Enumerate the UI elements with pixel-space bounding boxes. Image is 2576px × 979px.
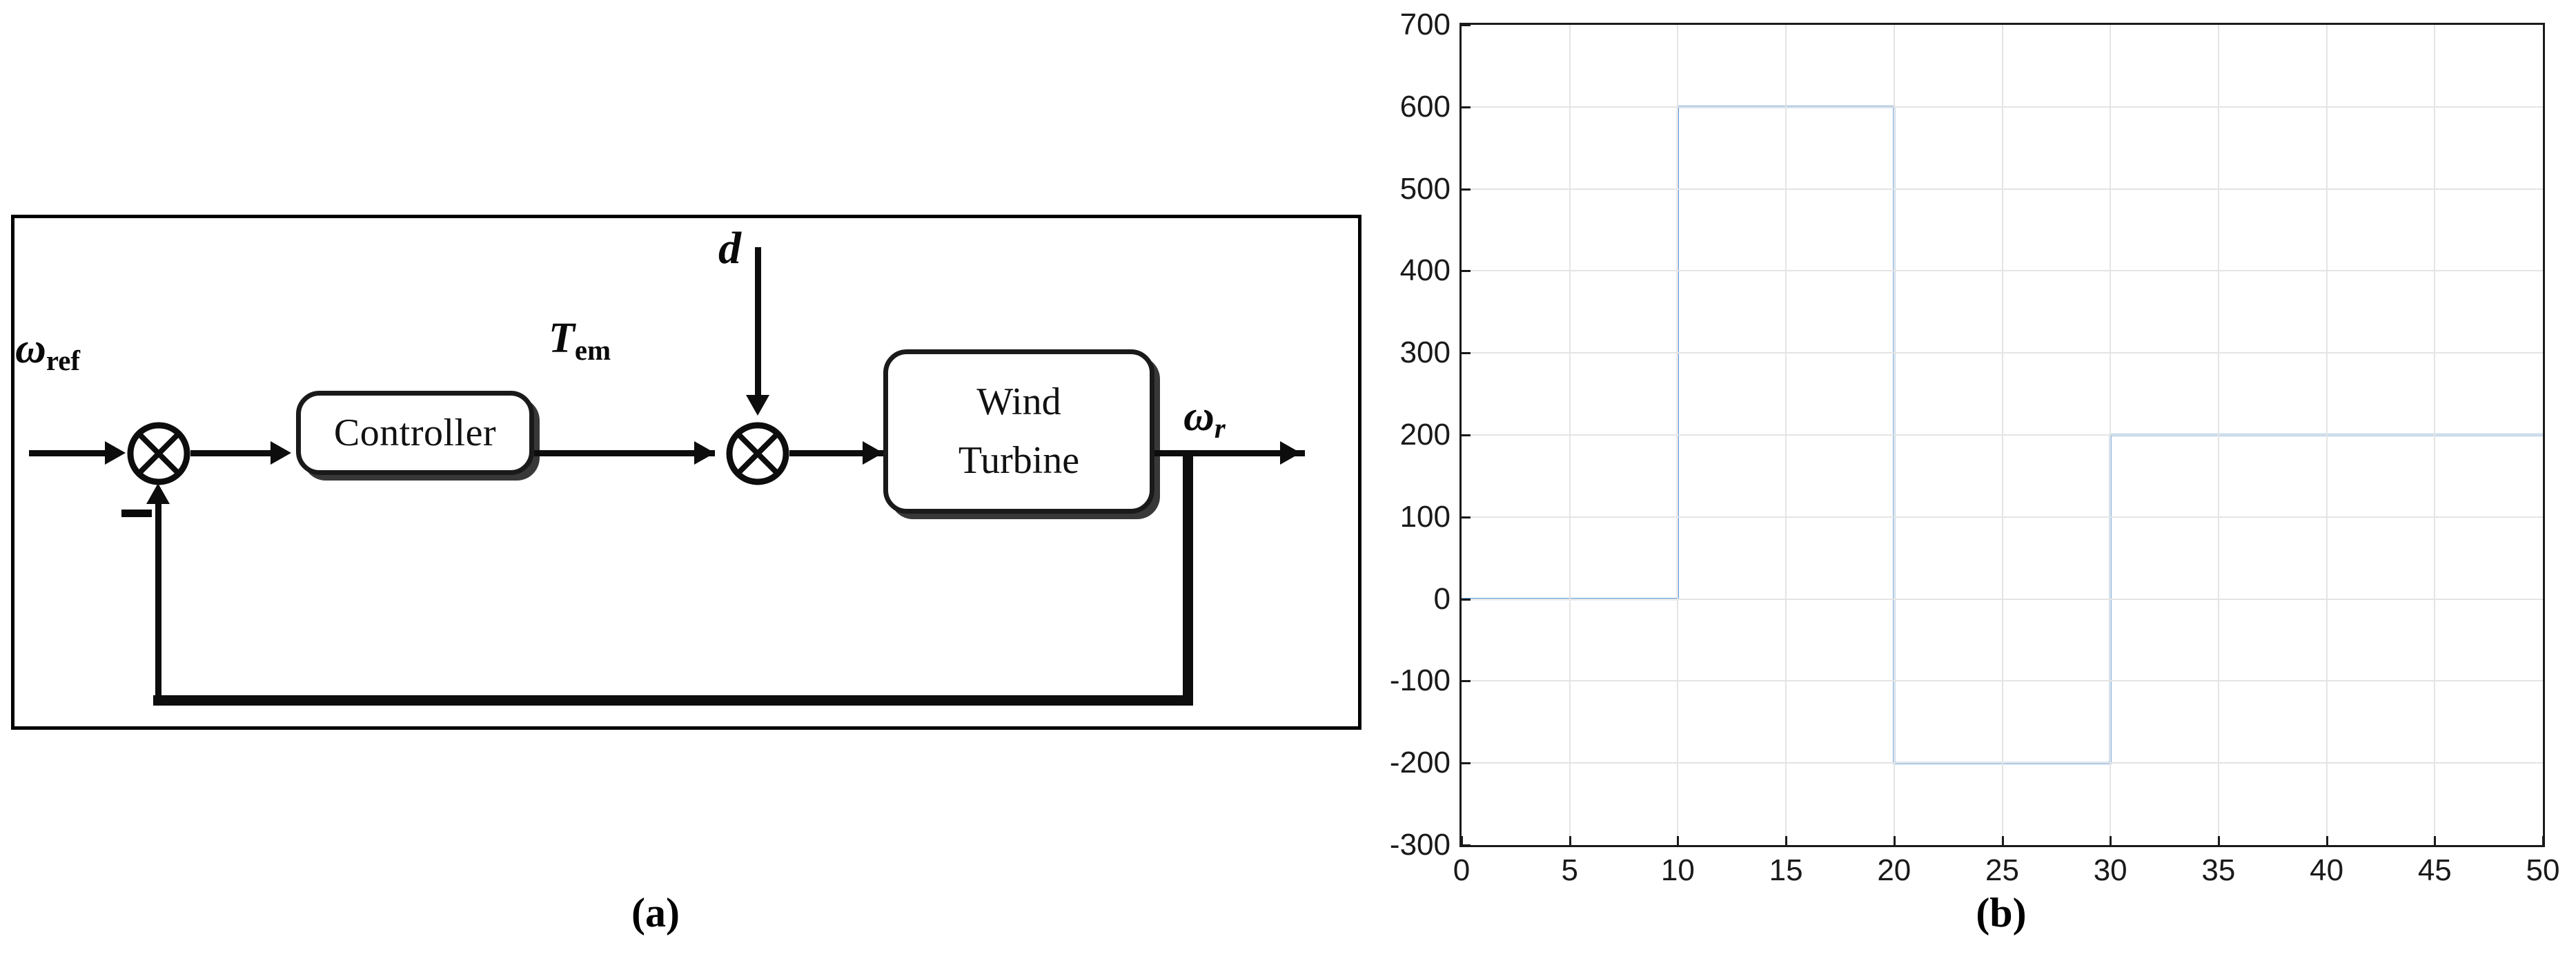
diagram-outer-frame — [11, 215, 1361, 730]
x-axis-tick-label: 30 — [2093, 853, 2127, 887]
panel-b-caption: (b) — [1976, 890, 2027, 936]
negative-feedback-sign-icon — [121, 510, 152, 517]
disturbance-junction — [726, 422, 789, 485]
x-axis-tick-label: 0 — [1453, 853, 1471, 887]
torque-wire — [534, 450, 715, 456]
x-axis-tick-label: 5 — [1561, 853, 1578, 887]
y-axis-tick — [1462, 24, 1471, 26]
y-axis-tick — [1462, 352, 1471, 355]
x-axis-tick-label: 35 — [2201, 853, 2236, 887]
x-axis-tick — [2110, 836, 2112, 845]
y-axis-tick — [1462, 106, 1471, 108]
torque-signal-symbol: T — [549, 315, 575, 362]
y-axis-tick — [1462, 680, 1471, 683]
y-axis-tick — [1462, 598, 1471, 601]
x-axis-tick — [2542, 836, 2544, 845]
x-axis-tick — [2001, 836, 2004, 845]
junction-to-turbine-wire — [789, 450, 890, 456]
feedback-horizontal-wire — [153, 695, 1193, 706]
x-axis-tick-label: 40 — [2310, 853, 2344, 887]
x-axis-tick — [2217, 836, 2220, 845]
x-axis-tick — [1785, 836, 1788, 845]
gridline-vertical — [2001, 25, 2003, 845]
rotor-speed-output-arrowhead — [1280, 441, 1301, 465]
y-axis-tick — [1462, 516, 1471, 518]
gridline-vertical — [2217, 25, 2219, 845]
rotor-speed-signal-symbol: ω — [1183, 393, 1215, 440]
y-axis-tick — [1462, 270, 1471, 273]
y-axis-tick-label: 600 — [1399, 89, 1451, 124]
x-axis-tick-label: 50 — [2526, 853, 2560, 887]
x-axis-tick — [1569, 836, 1571, 845]
x-axis-tick — [2434, 836, 2437, 845]
y-axis-tick-label: 0 — [1433, 581, 1451, 616]
rotor-speed-output-wire — [1154, 450, 1305, 456]
panel-b-chart: -300 -200 -100 0 100 200 300 400 500 600 700 0 5 10 15… — [1366, 0, 2576, 979]
reference-signal-label: ωref — [15, 324, 81, 376]
y-axis-tick — [1462, 844, 1471, 846]
wind-turbine-block-label-line1: Wind — [976, 380, 1061, 423]
gridline-vertical — [1677, 25, 1679, 845]
reference-signal-symbol: ω — [15, 325, 46, 372]
torque-signal-subscript: em — [574, 334, 611, 366]
plot-area: -300 -200 -100 0 100 200 300 400 500 600 700 0 5 10 15… — [1390, 8, 2560, 887]
x-axis-tick — [2326, 836, 2328, 845]
disturbance-signal-symbol: d — [718, 223, 741, 273]
x-axis-tick-label: 15 — [1769, 853, 1803, 887]
disturbance-arrowhead — [746, 395, 769, 416]
x-axis-tick — [1893, 836, 1896, 845]
x-axis-tick-label: 45 — [2417, 853, 2452, 887]
x-axis-tick-label: 25 — [1985, 853, 2019, 887]
x-axis-tick — [1461, 836, 1463, 845]
x-axis-tick-label: 20 — [1877, 853, 1911, 887]
torque-signal-label: Tem — [549, 314, 611, 366]
y-axis-tick-label: 700 — [1399, 8, 1451, 41]
x-axis-tick — [1677, 836, 1680, 845]
gridline-vertical — [2110, 25, 2112, 845]
disturbance-signal-label: d — [718, 222, 741, 275]
disturbance-input-wire — [755, 247, 761, 400]
error-to-controller-wire — [190, 450, 273, 456]
x-axis-tick-label: 10 — [1660, 853, 1695, 887]
reference-input-wire — [29, 450, 110, 456]
torque-arrowhead — [694, 441, 715, 465]
y-axis-tick-label: -200 — [1389, 746, 1451, 780]
y-axis-tick-label: 200 — [1399, 418, 1451, 452]
gridline-vertical — [1893, 25, 1895, 845]
y-axis-tick-label: 100 — [1399, 499, 1451, 534]
feedback-return-wire — [155, 501, 161, 700]
feedback-into-junction-arrowhead — [146, 483, 170, 504]
panel-a-caption: (a) — [631, 890, 680, 936]
gridline-vertical — [2326, 25, 2328, 845]
y-axis-tick-label: 300 — [1399, 336, 1451, 370]
y-axis-tick-label: -300 — [1389, 828, 1451, 862]
y-axis-tick — [1462, 434, 1471, 436]
wind-turbine-block-label-line2: Turbine — [958, 439, 1080, 482]
controller-block[interactable]: Controller — [296, 391, 534, 475]
gridline-vertical — [2434, 25, 2436, 845]
y-axis-tick-label: 400 — [1399, 253, 1451, 288]
gridline-vertical — [1569, 25, 1571, 845]
wind-turbine-block[interactable]: Wind Turbine — [883, 349, 1154, 514]
rotor-speed-signal-subscript: r — [1214, 412, 1226, 444]
reference-signal-subscript: ref — [46, 345, 81, 376]
y-axis-tick-label: -100 — [1389, 663, 1451, 698]
controller-block-label: Controller — [333, 411, 497, 454]
y-axis-tick — [1462, 188, 1471, 191]
gridline-vertical — [1785, 25, 1787, 845]
feedback-vertical-wire — [1183, 450, 1193, 706]
panel-a-block-diagram: Controller Wind Turbine — [11, 215, 1361, 936]
y-axis-tick — [1462, 762, 1471, 765]
y-axis-tick-label: 500 — [1399, 171, 1451, 206]
rotor-speed-signal-label: ωr — [1183, 392, 1226, 444]
error-to-controller-arrowhead — [271, 441, 291, 465]
reference-input-arrowhead — [105, 441, 126, 465]
error-junction — [127, 422, 190, 485]
junction-to-turbine-arrowhead — [863, 441, 883, 465]
